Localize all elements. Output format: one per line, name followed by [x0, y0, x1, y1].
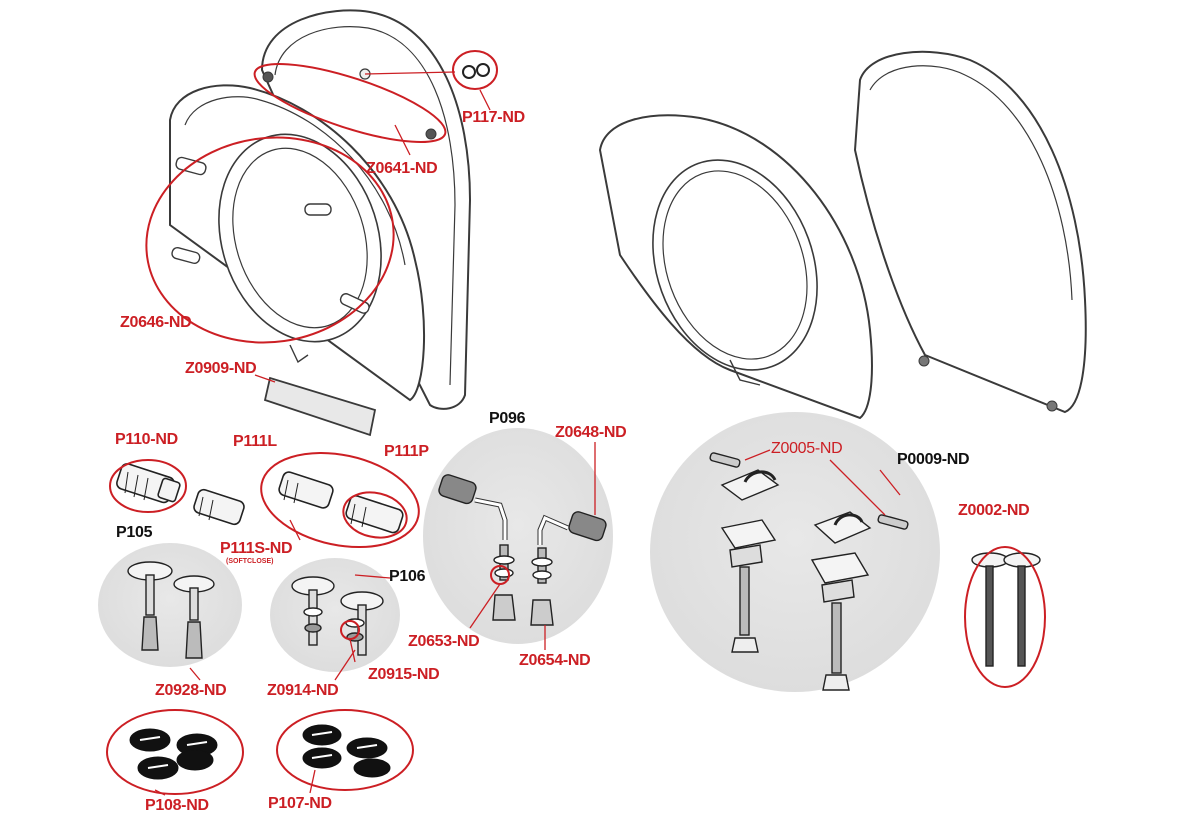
label-z0002: Z0002-ND — [958, 502, 1030, 519]
ring-p110 — [109, 459, 187, 513]
left-seat-ring — [169, 84, 426, 402]
label-z0648: Z0648-ND — [555, 424, 627, 441]
group-p105 — [98, 543, 242, 667]
hinge-p111l — [278, 471, 334, 509]
label-p106: P106 — [389, 568, 426, 585]
bolts-p105 — [127, 561, 215, 659]
hinge-spare — [193, 488, 245, 526]
label-z0909: Z0909-ND — [185, 360, 257, 377]
caps-p108 — [129, 728, 218, 780]
ring-p108 — [106, 709, 244, 795]
label-z0928: Z0928-ND — [155, 682, 227, 699]
label-p111p: P111P — [384, 443, 429, 460]
ring-p111 — [260, 451, 420, 549]
long-bolts-z0002 — [971, 552, 1041, 667]
ring-p117 — [452, 50, 498, 90]
callout-rings — [106, 50, 1046, 795]
label-z0641: Z0641-ND — [366, 160, 438, 177]
ring-z0641 — [253, 63, 447, 143]
right-seat — [598, 114, 873, 420]
label-p105: P105 — [116, 524, 153, 541]
label-p110: P110-ND — [115, 431, 178, 448]
label-p111s: P111S-ND — [220, 540, 293, 557]
label-p111l: P111L — [233, 433, 277, 450]
right-lid — [853, 50, 1087, 414]
label-z0005: Z0005-ND — [771, 440, 843, 457]
ring-p107 — [276, 709, 414, 791]
rings-p117 — [462, 63, 490, 79]
label-p107: P107-ND — [268, 795, 332, 812]
bumper-strip — [263, 376, 377, 437]
label-z0914: Z0914-ND — [267, 682, 339, 699]
bolts-p106 — [291, 576, 384, 656]
leader-lines — [154, 71, 901, 796]
label-p0009: P0009-ND — [897, 451, 970, 468]
ring-p111p — [342, 491, 408, 539]
caps-p107 — [302, 724, 391, 778]
hinge-p110 — [116, 463, 181, 504]
group-p0009 — [650, 412, 940, 692]
hinge-set-p0009 — [709, 452, 909, 691]
group-p106 — [270, 558, 400, 672]
label-p108: P108-ND — [145, 797, 209, 814]
label-p096: P096 — [489, 410, 526, 427]
hinge-p111p — [345, 495, 404, 534]
hinge-set-p096 — [438, 474, 607, 626]
label-p117: P117-ND — [462, 109, 525, 126]
label-z0653: Z0653-ND — [408, 633, 480, 650]
label-z0646: Z0646-ND — [120, 314, 192, 331]
label-z0915: Z0915-ND — [368, 666, 440, 683]
label-softclose: (SOFTCLOSE) — [226, 558, 274, 565]
label-z0654: Z0654-ND — [519, 652, 591, 669]
ring-z0002 — [964, 546, 1046, 688]
ring-z0646 — [145, 136, 395, 344]
